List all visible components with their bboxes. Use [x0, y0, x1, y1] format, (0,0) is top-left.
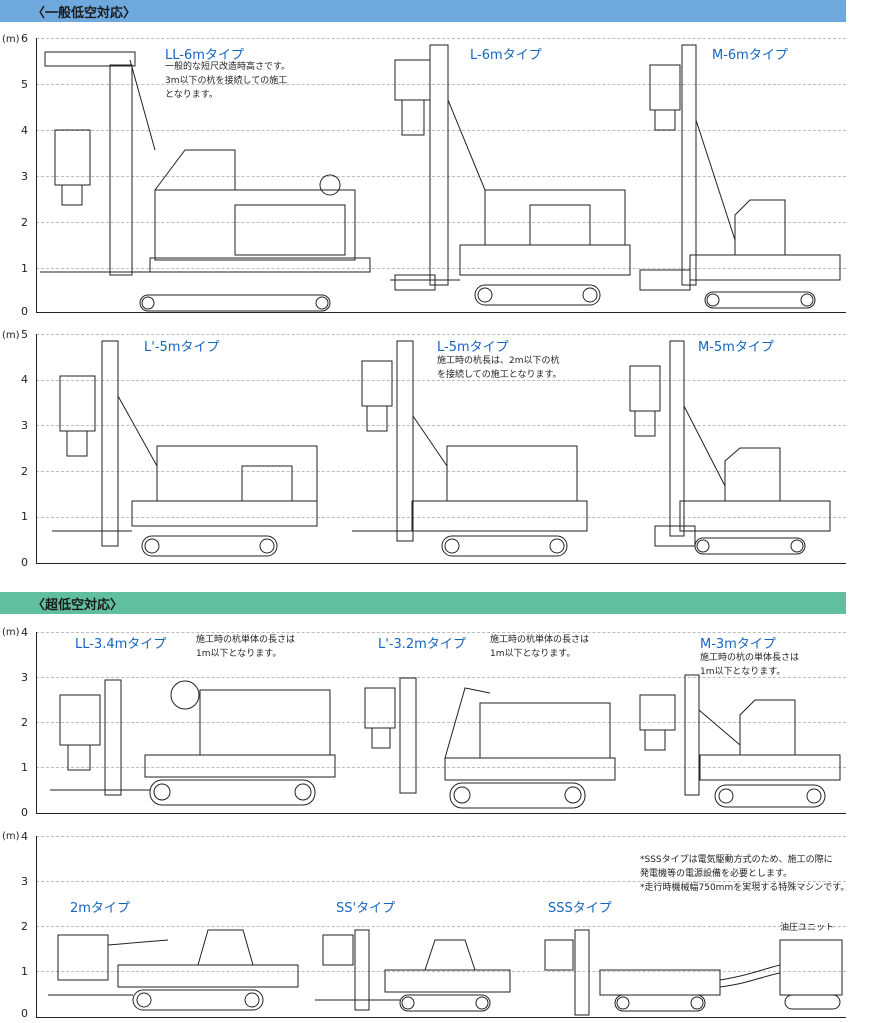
tick-label: 2: [21, 920, 28, 933]
tick-label: 1: [21, 510, 28, 523]
section-banner-general: 〈一般低空対応〉: [0, 0, 846, 22]
tick-label: 4: [21, 124, 28, 137]
machine-title: 2mタイプ: [70, 901, 130, 916]
machine-m-6m-drawing: [639, 44, 841, 309]
panel-4m-ultra-a: (m) 4 3 2 1 0 LL-3.4mタイプ 施工時の杭単体の長さは 1m以…: [2, 626, 846, 819]
tick-label: 3: [21, 671, 28, 684]
machine-note: 施工時の杭単体の長さは 1m以下となります。: [490, 635, 590, 659]
unit-label: (m): [2, 34, 20, 45]
y-axis: [36, 334, 37, 563]
machine-l-prime-3-2m-drawing: [364, 677, 616, 809]
baseline: [36, 312, 846, 313]
tick-label: 1: [21, 965, 28, 978]
machine-title: L-5mタイプ: [437, 340, 509, 355]
tick-label: 4: [21, 626, 28, 639]
tick-label: 0: [21, 305, 28, 318]
footnote: *SSSタイプは電気駆動方式のため、施工の際に 発電機等の電源設備を必要とします…: [640, 855, 850, 893]
tick-label: 4: [21, 830, 28, 843]
machine-title: LL-3.4mタイプ: [75, 637, 167, 652]
tick-label: 2: [21, 465, 28, 478]
hydraulic-unit-label: 油圧ユニット: [780, 923, 835, 933]
machine-l-5m-drawing: [352, 340, 588, 557]
tick-label: 6: [21, 32, 28, 45]
panel-6m: (m) 6 5 4 3 2 1 0 LL-6mタイプ 一般的な短尺改造時高さです…: [0, 0, 895, 320]
tick-label: 1: [21, 761, 28, 774]
machine-title: L-6mタイプ: [470, 48, 542, 63]
tick-label: 0: [21, 556, 28, 569]
machine-note: 施工時の杭の単体長さは 1m以下となります。: [700, 653, 800, 677]
machine-title: M-3mタイプ: [700, 637, 776, 652]
tick-label: 4: [21, 373, 28, 386]
machine-sss-drawing: [544, 929, 843, 1016]
tick-label: 3: [21, 419, 28, 432]
machine-l-prime-5m-drawing: [52, 340, 318, 557]
unit-label: (m): [2, 627, 20, 638]
machine-title: LL-6mタイプ: [165, 48, 244, 63]
machine-note: 施工時の杭単体の長さは 1m以下となります。: [196, 635, 296, 659]
machine-title: L'-5mタイプ: [144, 340, 220, 355]
tick-label: 2: [21, 716, 28, 729]
tick-label: 5: [21, 78, 28, 91]
machine-l-6m-drawing: [390, 44, 631, 306]
machine-2m-drawing: [48, 929, 299, 1011]
machine-ll-3-4m-drawing: [50, 679, 336, 806]
machine-ll-6m-drawing: [40, 51, 371, 312]
baseline: [36, 563, 846, 564]
machine-note: 施工時の杭長は、2m以下の杭 を接続しての施工となります。: [437, 356, 562, 380]
y-axis: [36, 836, 37, 1018]
machine-note: 一般的な短尺改造時高さです。 3m以下の杭を接続しての施工 となります。: [165, 62, 291, 100]
machine-m-5m-drawing: [629, 340, 831, 555]
tick-label: 5: [21, 328, 28, 341]
unit-label: (m): [2, 330, 20, 341]
tick-label: 0: [21, 1007, 28, 1020]
y-axis: [36, 632, 37, 813]
y-axis: [36, 38, 37, 312]
panel-5m: (m) 5 4 3 2 1 0 L'-5mタイプ L-5mタイプ 施工時の杭長は…: [2, 328, 846, 569]
machine-m-3m-drawing: [639, 674, 841, 808]
machine-title: SSSタイプ: [548, 901, 612, 916]
machine-title: M-6mタイプ: [712, 48, 788, 63]
tick-label: 0: [21, 806, 28, 819]
unit-label: (m): [2, 831, 20, 842]
machine-title: M-5mタイプ: [698, 340, 774, 355]
machine-ss-prime-drawing: [315, 929, 511, 1012]
tick-label: 1: [21, 262, 28, 275]
tick-label: 3: [21, 170, 28, 183]
machine-title: L'-3.2mタイプ: [378, 637, 466, 652]
machine-title: SS'タイプ: [336, 901, 396, 916]
baseline: [36, 1017, 846, 1018]
tick-label: 3: [21, 875, 28, 888]
baseline: [36, 813, 846, 814]
tick-label: 2: [21, 216, 28, 229]
section-banner-ultra-low: 〈超低空対応〉: [0, 592, 846, 614]
